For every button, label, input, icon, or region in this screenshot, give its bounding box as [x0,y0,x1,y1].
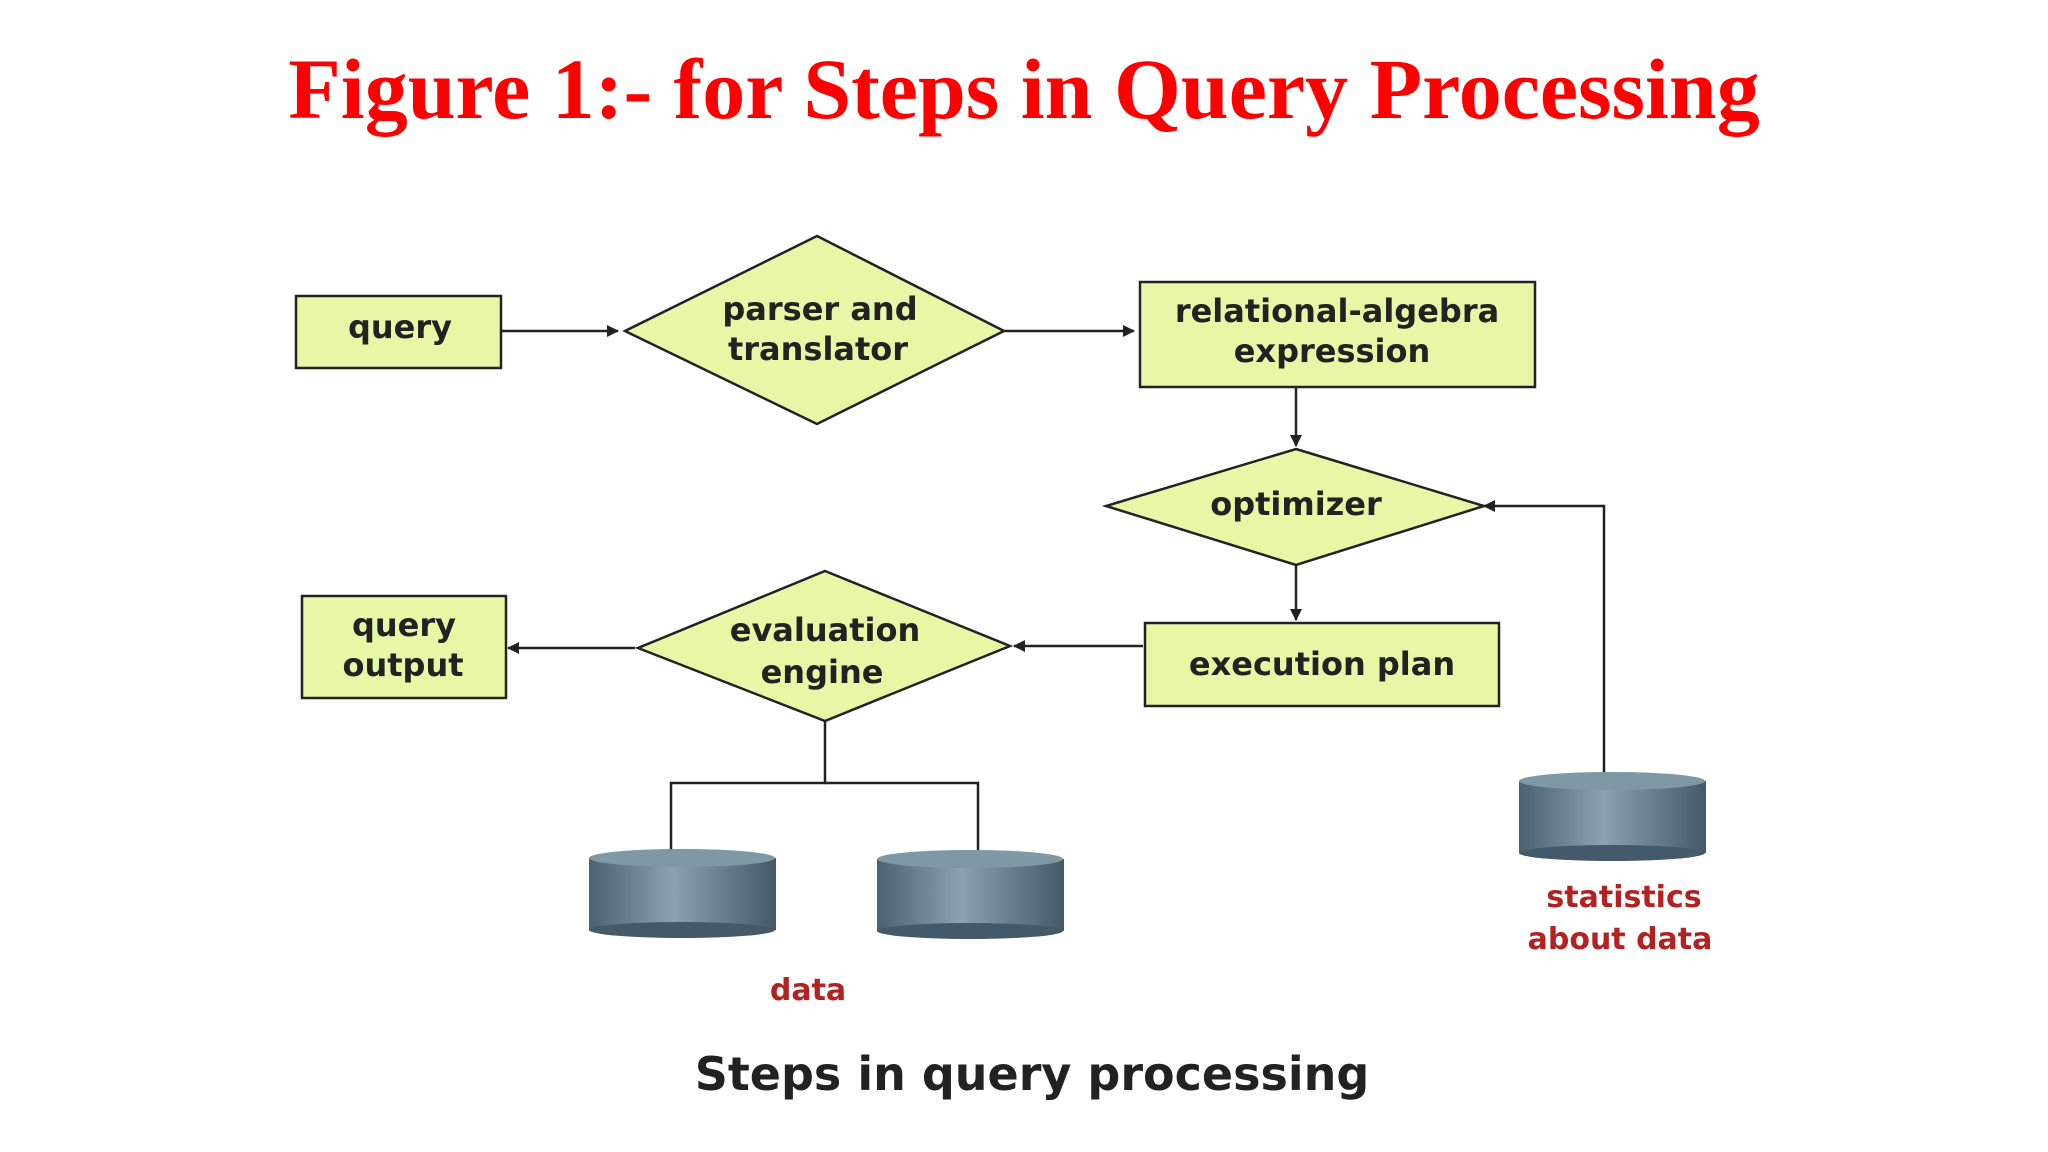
node-optimizer-label: optimizer [1210,485,1382,523]
node-parser-label-line2: translator [728,330,908,368]
statistics-store-label-line1: statistics [1546,880,1701,915]
node-optimizer: optimizer [1101,447,1489,567]
node-execution-plan-label: execution plan [1189,645,1455,683]
edge-evaluation-to-data-2 [825,781,980,850]
node-query: query [294,294,503,370]
node-query-output-label-line2: output [342,646,463,684]
statistics-store-label-line2: about data [1528,922,1713,957]
node-query-output-label-line1: query [352,606,456,644]
node-query-output: query output [300,594,508,700]
node-parser-and-translator: parser and translator [622,234,1007,426]
node-query-label: query [348,308,452,346]
figure-caption: Steps in query processing [695,1047,1370,1101]
database-cylinder-icon [877,850,1064,939]
node-relational-algebra-label-line2: expression [1234,332,1431,370]
node-evaluation-label-line2: engine [761,653,884,691]
node-evaluation-label-line1: evaluation [730,611,921,649]
edge-evaluation-to-data [669,721,827,850]
connectors [501,325,1606,850]
node-relational-algebra-label-line1: relational-algebra [1175,292,1499,330]
figure-title: Figure 1:- for Steps in Query Processing [288,41,1759,137]
edge-statistics-to-optimizer [1483,500,1606,773]
node-execution-plan: execution plan [1143,621,1501,708]
database-cylinder-icon [589,849,776,938]
database-cylinder-icon [1519,772,1706,861]
node-parser-label-line1: parser and [722,290,917,328]
node-relational-algebra-expression: relational-algebra expression [1138,280,1537,389]
data-store-label: data [770,973,846,1008]
node-evaluation-engine: evaluation engine [634,569,1014,723]
